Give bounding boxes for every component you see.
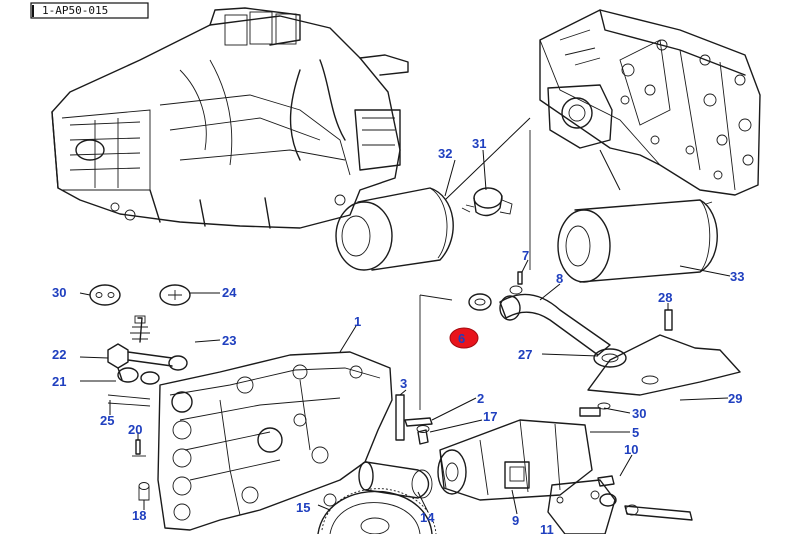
shaft-part-14	[358, 461, 433, 499]
drawing-reference: 1-AP50-015	[42, 4, 108, 17]
callout-30: 30	[52, 285, 66, 300]
callout-28: 29	[728, 391, 742, 406]
callout-11: 11	[540, 522, 554, 534]
hose-part-8	[499, 285, 611, 356]
hydraulic-pump-part-5	[437, 419, 593, 501]
callout-leader-lines	[79, 149, 731, 515]
callout-7: 7	[522, 248, 529, 263]
bolt-part-10	[597, 475, 615, 487]
valve-parts-group	[107, 315, 188, 407]
oil-filter-part-33	[557, 199, 718, 283]
plug-part-24	[159, 284, 191, 306]
callout-5: 5	[632, 425, 639, 440]
callout-21: 21	[52, 374, 66, 389]
dowel-part-20	[132, 439, 146, 457]
callout-25: 25	[100, 413, 114, 428]
callout-33: 33	[730, 269, 744, 284]
callout-17: 17	[483, 409, 497, 424]
pin-part-13	[624, 504, 693, 521]
callout-10: 10	[624, 442, 638, 457]
seal-part-26	[593, 348, 627, 368]
valve-body-assembly	[539, 9, 761, 196]
callout-3: 3	[400, 376, 407, 391]
main-housing-part-1	[157, 351, 393, 531]
callout-27: 28	[658, 290, 672, 305]
callout-14: 14	[420, 510, 435, 525]
washer-part-6	[468, 293, 492, 311]
callout-18: 18	[132, 508, 146, 523]
gasket-part-30	[89, 284, 121, 306]
seal-part-12	[599, 493, 617, 507]
highlight-marker-part-6	[449, 327, 479, 349]
callout-26: 27	[518, 347, 532, 362]
oil-filter-part-32	[335, 187, 454, 271]
gear-part-15	[317, 488, 437, 534]
callout-1: 1	[354, 314, 361, 329]
screw-part-7	[517, 271, 523, 285]
callout-9: 9	[512, 513, 519, 528]
screw-part-29	[579, 402, 611, 417]
drawing-reference-box: 1-AP50-015	[30, 2, 149, 19]
pin-part-2	[404, 417, 433, 427]
plate-part-28	[587, 334, 741, 396]
callout-29: 30	[632, 406, 646, 421]
plug-part-18	[138, 482, 150, 501]
callout-24: 24	[222, 285, 237, 300]
cover-part-11	[547, 479, 616, 534]
assembly-leader-lines	[444, 117, 621, 201]
bolt-part-27	[664, 309, 673, 331]
callout-23: 23	[222, 333, 236, 348]
callout-32: 32	[438, 146, 452, 161]
callout-22: 22	[52, 347, 66, 362]
callout-2: 2	[477, 391, 484, 406]
callout-8: 8	[556, 271, 563, 286]
filter-adapter-part-31	[461, 187, 513, 217]
alignment-guide-lines	[419, 294, 453, 410]
callout-31: 31	[472, 136, 486, 151]
sleeve-part-3	[395, 394, 405, 441]
transmission-assembly	[51, 7, 409, 229]
callout-15: 15	[296, 500, 310, 515]
screw-part-17	[416, 425, 430, 445]
callout-20: 20	[128, 422, 142, 437]
callout-6: 6	[458, 331, 465, 346]
